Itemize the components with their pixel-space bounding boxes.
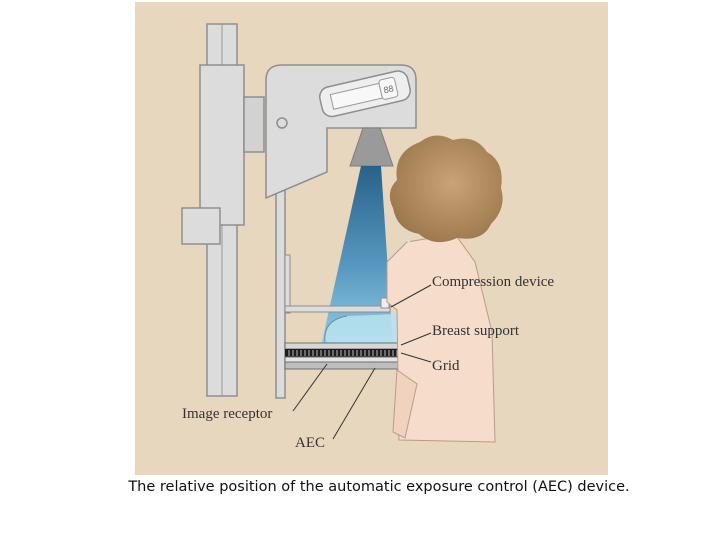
collimator xyxy=(349,127,394,167)
mammography-diagram: 88 xyxy=(135,2,608,475)
grid-lines xyxy=(288,350,398,356)
label-breast-support: Breast support xyxy=(432,323,520,339)
label-image-receptor: Image receptor xyxy=(182,406,272,422)
leader-grid xyxy=(400,352,432,363)
xray-beam xyxy=(321,166,393,346)
patient-neck xyxy=(407,238,435,264)
leader-compression xyxy=(390,284,432,308)
leader-breast-support xyxy=(400,332,432,346)
tube-head: 88 xyxy=(265,64,417,200)
leader-lines xyxy=(292,284,432,440)
patient-head xyxy=(389,135,503,243)
svg-text:88: 88 xyxy=(383,83,395,95)
label-grid: Grid xyxy=(432,358,460,374)
patient-arm xyxy=(392,369,418,439)
label-aec: AEC xyxy=(295,435,325,451)
patient xyxy=(386,135,503,443)
tube-knob-icon xyxy=(276,117,288,129)
image-receptor xyxy=(284,356,402,363)
aec-device xyxy=(284,361,402,370)
column-carriage xyxy=(199,64,265,226)
grid-plate xyxy=(285,349,401,357)
diagram-svg: 88 xyxy=(135,2,608,475)
figure-caption: The relative position of the automatic e… xyxy=(128,479,630,495)
compression-arm xyxy=(284,254,391,314)
leader-image-receptor xyxy=(292,363,328,412)
leader-aec xyxy=(332,367,376,440)
breast-tissue xyxy=(324,314,397,344)
breast-outline xyxy=(324,315,348,343)
column-lock-block xyxy=(181,207,221,245)
control-panel: 88 xyxy=(318,70,411,118)
breast-support-plate xyxy=(284,342,402,350)
grid-stack xyxy=(284,342,402,370)
label-compression-device: Compression device xyxy=(432,274,554,290)
